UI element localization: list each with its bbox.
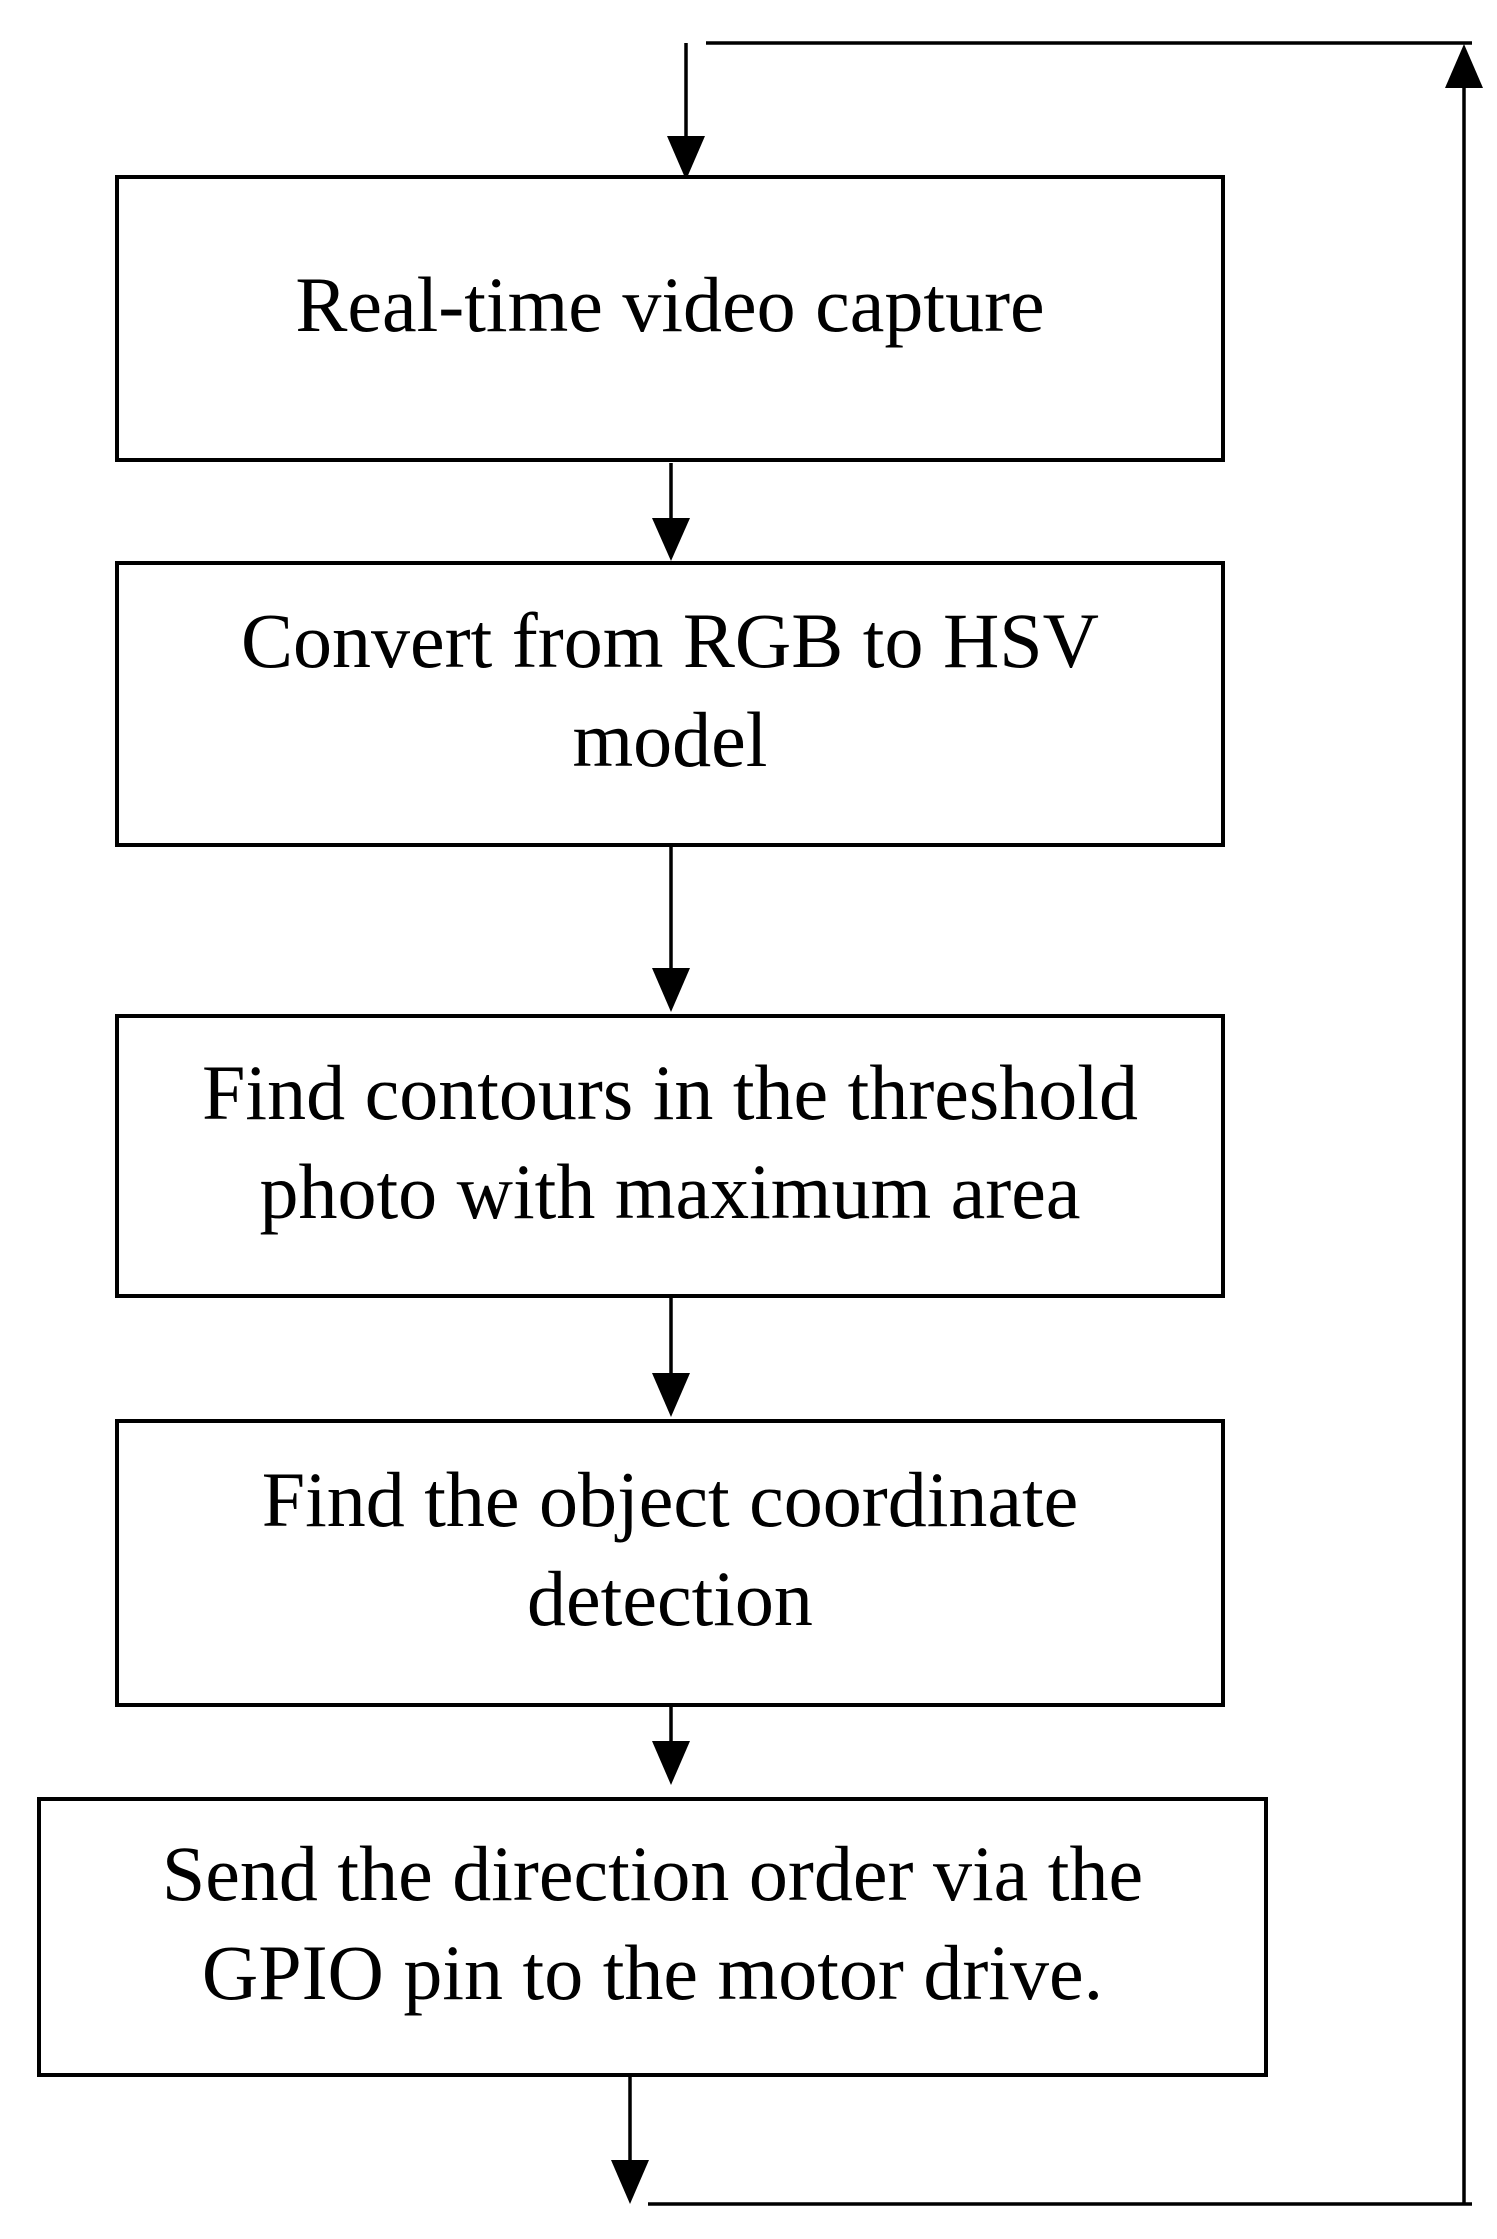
node-send-direction-order: Send the direction order via the GPIO pi… — [37, 1797, 1268, 2077]
node-find-contours: Find contours in the threshold photo wit… — [115, 1014, 1225, 1298]
loop-exit-arrowhead — [611, 2160, 649, 2204]
edge-capture-convert-arrowhead — [652, 518, 690, 561]
edge-coordinate-send-arrowhead — [652, 1741, 690, 1785]
node-label: Find the object coordinate detection — [261, 1455, 1079, 1642]
node-label: Find contours in the threshold photo wit… — [202, 1048, 1138, 1235]
edge-convert-contours-arrowhead — [652, 968, 690, 1012]
node-label: Send the direction order via the GPIO pi… — [161, 1829, 1144, 2016]
node-label: Convert from RGB to HSV model — [241, 596, 1099, 783]
loop-top-arrowhead — [1445, 44, 1483, 88]
node-find-object-coordinate: Find the object coordinate detection — [115, 1419, 1225, 1707]
node-real-time-video-capture: Real-time video capture — [115, 175, 1225, 462]
node-convert-rgb-to-hsv: Convert from RGB to HSV model — [115, 561, 1225, 847]
node-label: Real-time video capture — [295, 260, 1045, 348]
edge-contours-coordinate-arrowhead — [652, 1373, 690, 1417]
loop-entry-arrowhead — [667, 136, 705, 180]
